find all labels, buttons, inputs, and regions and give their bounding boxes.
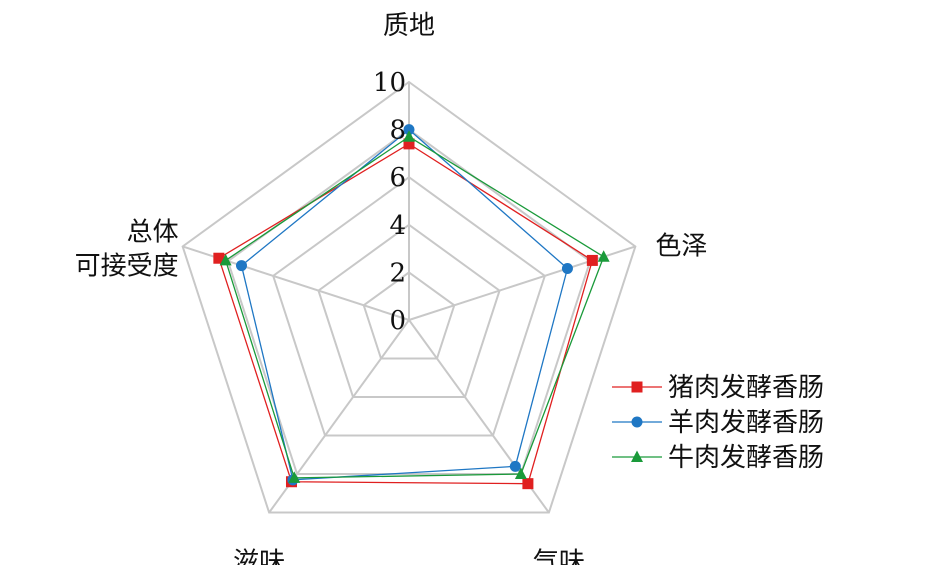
legend-label: 牛肉发酵香肠 <box>668 443 824 473</box>
tick-label: 4 <box>389 211 406 241</box>
data-point-triangle <box>597 250 610 262</box>
axis-label: 质地 <box>383 11 435 41</box>
data-point-square <box>213 252 225 264</box>
data-point-circle <box>403 124 415 136</box>
data-point-square <box>403 138 415 150</box>
series-line <box>224 135 605 479</box>
data-point-triangle <box>514 467 527 480</box>
data-point-square <box>631 381 643 393</box>
series-line <box>240 128 569 481</box>
legend-item: 牛肉发酵香肠 <box>612 443 824 473</box>
grid-ring-10 <box>181 80 637 514</box>
axis-label: 总体可接受度 <box>75 217 179 281</box>
axis-label: 滋味 <box>233 548 285 565</box>
legend-label: 猪肉发酵香肠 <box>668 373 824 403</box>
axis-label: 色泽 <box>655 231 707 261</box>
tick-label: 0 <box>389 306 406 336</box>
data-point-triangle <box>403 130 415 142</box>
series-2 <box>219 130 610 483</box>
data-point-square <box>586 254 598 266</box>
data-point-circle <box>561 263 573 275</box>
legend-item: 羊肉发酵香肠 <box>612 408 824 438</box>
data-point-circle <box>631 416 643 428</box>
tick-label: 6 <box>389 163 406 193</box>
grid-ring-4 <box>317 223 501 399</box>
legend-item: 猪肉发酵香肠 <box>612 373 824 403</box>
data-point-triangle <box>288 471 301 483</box>
data-point-circle <box>509 460 521 472</box>
tick-label: 10 <box>373 68 406 98</box>
legend-label: 羊肉发酵香肠 <box>668 408 824 438</box>
data-point-square <box>522 478 534 490</box>
data-point-circle <box>235 260 247 272</box>
tick-label: 2 <box>389 258 406 288</box>
tick-label: 8 <box>389 116 406 146</box>
data-point-triangle <box>631 450 643 462</box>
radar-series <box>213 124 610 490</box>
grid-ring-2 <box>362 271 456 360</box>
data-point-triangle <box>219 253 232 266</box>
series-line <box>218 143 594 485</box>
grid-ring-6 <box>272 175 546 437</box>
axis-label: 气味 <box>533 548 585 565</box>
